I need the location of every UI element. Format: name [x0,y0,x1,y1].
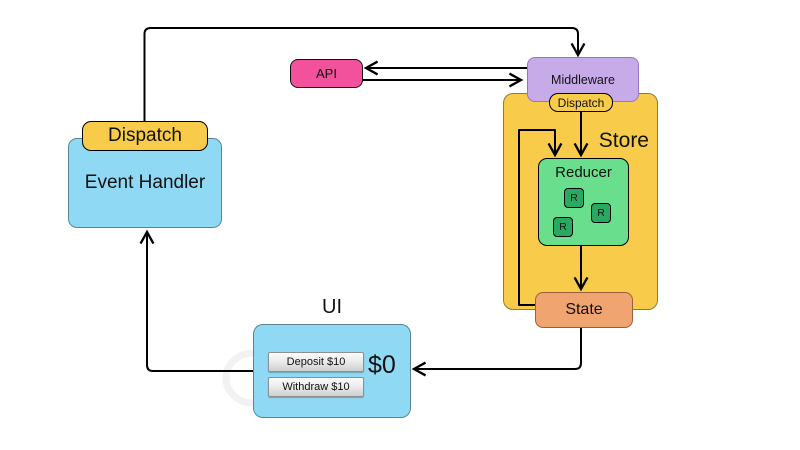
reducer-chip: R [591,203,611,223]
state-box: State [535,292,633,328]
reducer-chip-label: R [559,221,567,233]
event-handler-dispatch-box: Dispatch [82,121,208,151]
deposit-button[interactable]: Deposit $10 [268,352,364,372]
edge-state-feedback-to-reducer [518,129,563,306]
store-label: Store [598,129,649,152]
reducer-chip-label: R [570,192,578,204]
withdraw-button[interactable]: Withdraw $10 [268,377,364,397]
edge-state-to-ui [411,328,582,377]
middleware-label: Middleware [551,72,615,87]
state-label: State [565,301,603,318]
reducer-chip-label: R [597,207,605,219]
api-label: API [316,66,337,81]
reducer-chip: R [564,188,584,208]
edge-ui-to-event-handler [139,229,253,372]
event-handler-box: Event Handler [68,138,222,228]
reducer-chip: R [553,217,573,237]
middleware-dispatch-box: Dispatch [549,93,613,112]
deposit-button-label: Deposit $10 [286,356,346,368]
edge-dispatch-to-middleware [143,27,586,123]
reducer-box: Reducer R R R [538,158,629,246]
balance-value: $0 [368,351,396,379]
withdraw-button-label: Withdraw $10 [282,381,350,393]
event-handler-dispatch-label: Dispatch [108,125,182,146]
reducer-label: Reducer [555,164,612,181]
middleware-dispatch-label: Dispatch [557,95,605,110]
api-box: API [290,59,363,88]
ui-box: Deposit $10 Withdraw $10 $0 [253,324,411,418]
event-handler-label: Event Handler [84,172,206,193]
ui-title-label: UI [322,295,342,318]
ui-title: UI [253,295,411,319]
